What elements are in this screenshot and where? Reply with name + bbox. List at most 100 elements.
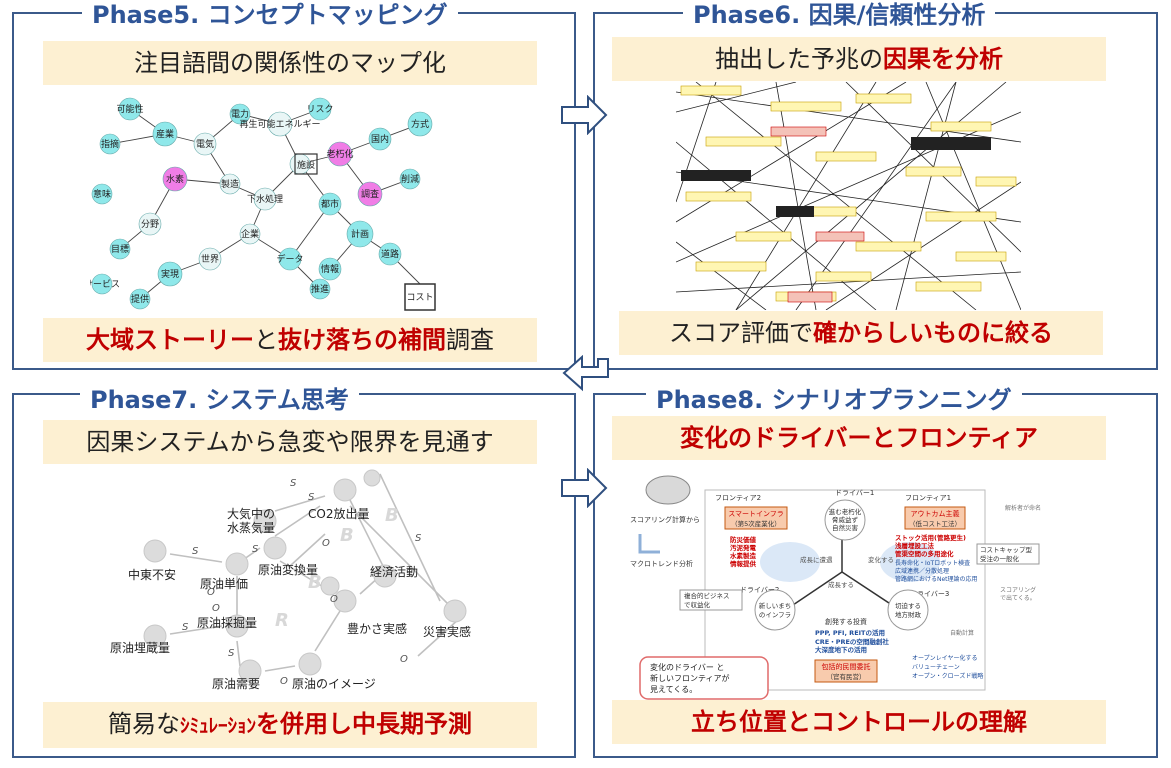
svg-text:で出てくる。: で出てくる。: [1000, 594, 1036, 602]
svg-text:マクロトレンド分析: マクロトレンド分析: [630, 559, 693, 568]
svg-text:ドライバー3: ドライバー3: [910, 590, 949, 598]
svg-text:CRE・PREの空間融創社: CRE・PREの空間融創社: [815, 637, 889, 646]
svg-text:都市: 都市: [321, 198, 339, 210]
loop-b1: B: [385, 505, 399, 526]
svg-text:リスク: リスク: [306, 104, 333, 115]
node-economy: 経済活動: [370, 564, 418, 579]
svg-text:水素: 水素: [166, 173, 184, 185]
svg-text:自然災害: 自然災害: [832, 523, 859, 532]
svg-text:企業: 企業: [241, 228, 259, 240]
svg-text:O: O: [207, 587, 215, 598]
svg-text:世界: 世界: [201, 253, 219, 265]
svg-text:S: S: [228, 648, 235, 659]
node-oil-mining: 原油採掘量: [197, 615, 257, 630]
callout-line-3: 見えてくる。: [650, 685, 697, 694]
phase6-bottom: スコア評価で確からしいものに絞る: [619, 311, 1103, 355]
loop-b3: B: [340, 525, 354, 546]
arrow-phase5-to-6: [561, 95, 608, 135]
svg-text:変化する: 変化する: [868, 555, 894, 564]
phase8-subtitle: 変化のドライバーとフロンティア: [612, 416, 1106, 460]
svg-text:目標: 目標: [111, 243, 129, 255]
phase7-title: Phase7. システム思考: [80, 386, 359, 414]
node-vapor-2: 水蒸気量: [227, 520, 275, 535]
phase5-subtitle: 注目語間の関係性のマップ化: [43, 41, 537, 85]
arrow-phase7-to-8: [561, 468, 608, 508]
svg-text:電気: 電気: [196, 138, 214, 150]
phase6-title: Phase6. 因果/信頼性分析: [683, 1, 996, 29]
svg-text:新しいまち: 新しいまち: [759, 601, 792, 610]
svg-text:施設: 施設: [297, 159, 315, 171]
node-oil-demand: 原油需要: [212, 677, 260, 691]
svg-text:自動計算: 自動計算: [950, 629, 974, 637]
system-loop-diagram: 中東不安 原油単価 原油変換量 大気中の 水蒸気量 CO2放出量 経済活動 原油…: [110, 469, 471, 691]
svg-text:産業: 産業: [156, 128, 174, 140]
svg-text:水素製造: 水素製造: [730, 551, 757, 560]
svg-text:複合的ビジネス: 複合的ビジネス: [684, 591, 730, 600]
svg-text:包括的民間委託: 包括的民間委託: [822, 662, 871, 671]
loop-b2: B: [308, 572, 322, 593]
svg-text:実現: 実現: [161, 268, 179, 280]
causal-network-image: [676, 82, 1021, 310]
svg-text:進む老朽化: 進む老朽化: [829, 507, 862, 516]
phase6-subtitle: 抽出した予兆の因果を分析: [612, 37, 1106, 81]
svg-text:情報提供: 情報提供: [730, 559, 757, 568]
callout-line-1: 変化のドライバー と: [650, 662, 724, 672]
svg-text:地方財政: 地方財政: [895, 610, 922, 619]
svg-text:フロンティア2: フロンティア2: [715, 494, 761, 502]
svg-text:コストキャップ型: コストキャップ型: [980, 545, 1033, 554]
svg-text:情報: 情報: [321, 263, 339, 275]
svg-text:成長に遭遇: 成長に遭遇: [800, 555, 833, 564]
node-oil-price: 原油単価: [200, 577, 248, 591]
svg-text:電力: 電力: [231, 108, 249, 120]
svg-text:受注の一般化: 受注の一般化: [980, 554, 1020, 563]
svg-text:指摘: 指摘: [101, 138, 119, 150]
svg-text:ストック活用(管路更生): ストック活用(管路更生): [895, 533, 966, 542]
svg-text:汚泥発電: 汚泥発電: [730, 543, 757, 552]
arrow-phase6-to-7: [562, 355, 609, 392]
svg-text:O: O: [280, 676, 288, 687]
svg-text:管渠空間の多用途化: 管渠空間の多用途化: [895, 549, 954, 558]
svg-text:アウトカム主義: アウトカム主義: [911, 509, 960, 518]
svg-text:ドライバー2: ドライバー2: [740, 586, 779, 594]
svg-text:創発する投資: 創発する投資: [825, 617, 867, 626]
svg-text:切迫する: 切迫する: [895, 601, 921, 610]
phase7-subtitle: 因果システムから急変や限界を見通す: [43, 420, 537, 464]
svg-text:PPP, PFI, REITの活用: PPP, PFI, REITの活用: [815, 628, 885, 637]
svg-text:スコアリング計算から: スコアリング計算から: [630, 515, 700, 524]
node-reserves: 原油埋蔵量: [110, 641, 170, 655]
svg-text:サービス: サービス: [90, 279, 120, 290]
phase5-title: Phase5. コンセプトマッピング: [82, 1, 458, 29]
svg-text:老朽化: 老朽化: [326, 148, 353, 160]
svg-text:で収益化: で収益化: [684, 600, 711, 609]
loop-r: R: [275, 610, 289, 631]
phase8-title: Phase8. シナリオプランニング: [646, 386, 1022, 414]
svg-text:国内: 国内: [371, 133, 389, 145]
svg-text:解析者が命名: 解析者が命名: [1005, 504, 1041, 512]
svg-text:意味: 意味: [93, 188, 111, 200]
svg-text:大深度地下の活用: 大深度地下の活用: [815, 645, 867, 654]
svg-text:調査: 調査: [361, 188, 379, 200]
svg-text:オープンレイヤー化する: オープンレイヤー化する: [912, 654, 977, 662]
node-vapor-1: 大気中の: [227, 506, 275, 521]
svg-text:のインフラ: のインフラ: [759, 611, 791, 619]
svg-text:広域連携／分散処理: 広域連携／分散処理: [895, 567, 949, 575]
svg-text:成長する: 成長する: [828, 580, 854, 589]
svg-text:（低コスト工法）: （低コスト工法）: [909, 519, 961, 528]
scenario-planning-figure: スコアリング計算から マクロトレンド分析 フロンティア2 フロンティア1 ドライ…: [630, 475, 1041, 700]
svg-text:S: S: [308, 492, 315, 503]
svg-text:（官有民営）: （官有民営）: [827, 672, 866, 681]
svg-text:提供: 提供: [131, 293, 149, 305]
node-oil-conversion: 原油変換量: [258, 562, 318, 577]
map-node-label: 可能性: [116, 103, 143, 115]
callout-line-2: 新しいフロンティアが: [650, 673, 730, 683]
svg-text:製造: 製造: [221, 178, 239, 190]
svg-text:S: S: [182, 622, 189, 633]
node-oil-image: 原油のイメージ: [292, 677, 376, 691]
svg-text:スコアリング: スコアリング: [1000, 586, 1036, 594]
node-disaster: 災害実感: [423, 624, 471, 639]
svg-text:S: S: [252, 544, 259, 555]
svg-text:スマートインフラ: スマートインフラ: [728, 510, 784, 518]
svg-text:S: S: [290, 478, 297, 489]
svg-text:O: O: [400, 654, 408, 665]
node-wealth: 豊かさ実感: [347, 621, 407, 636]
